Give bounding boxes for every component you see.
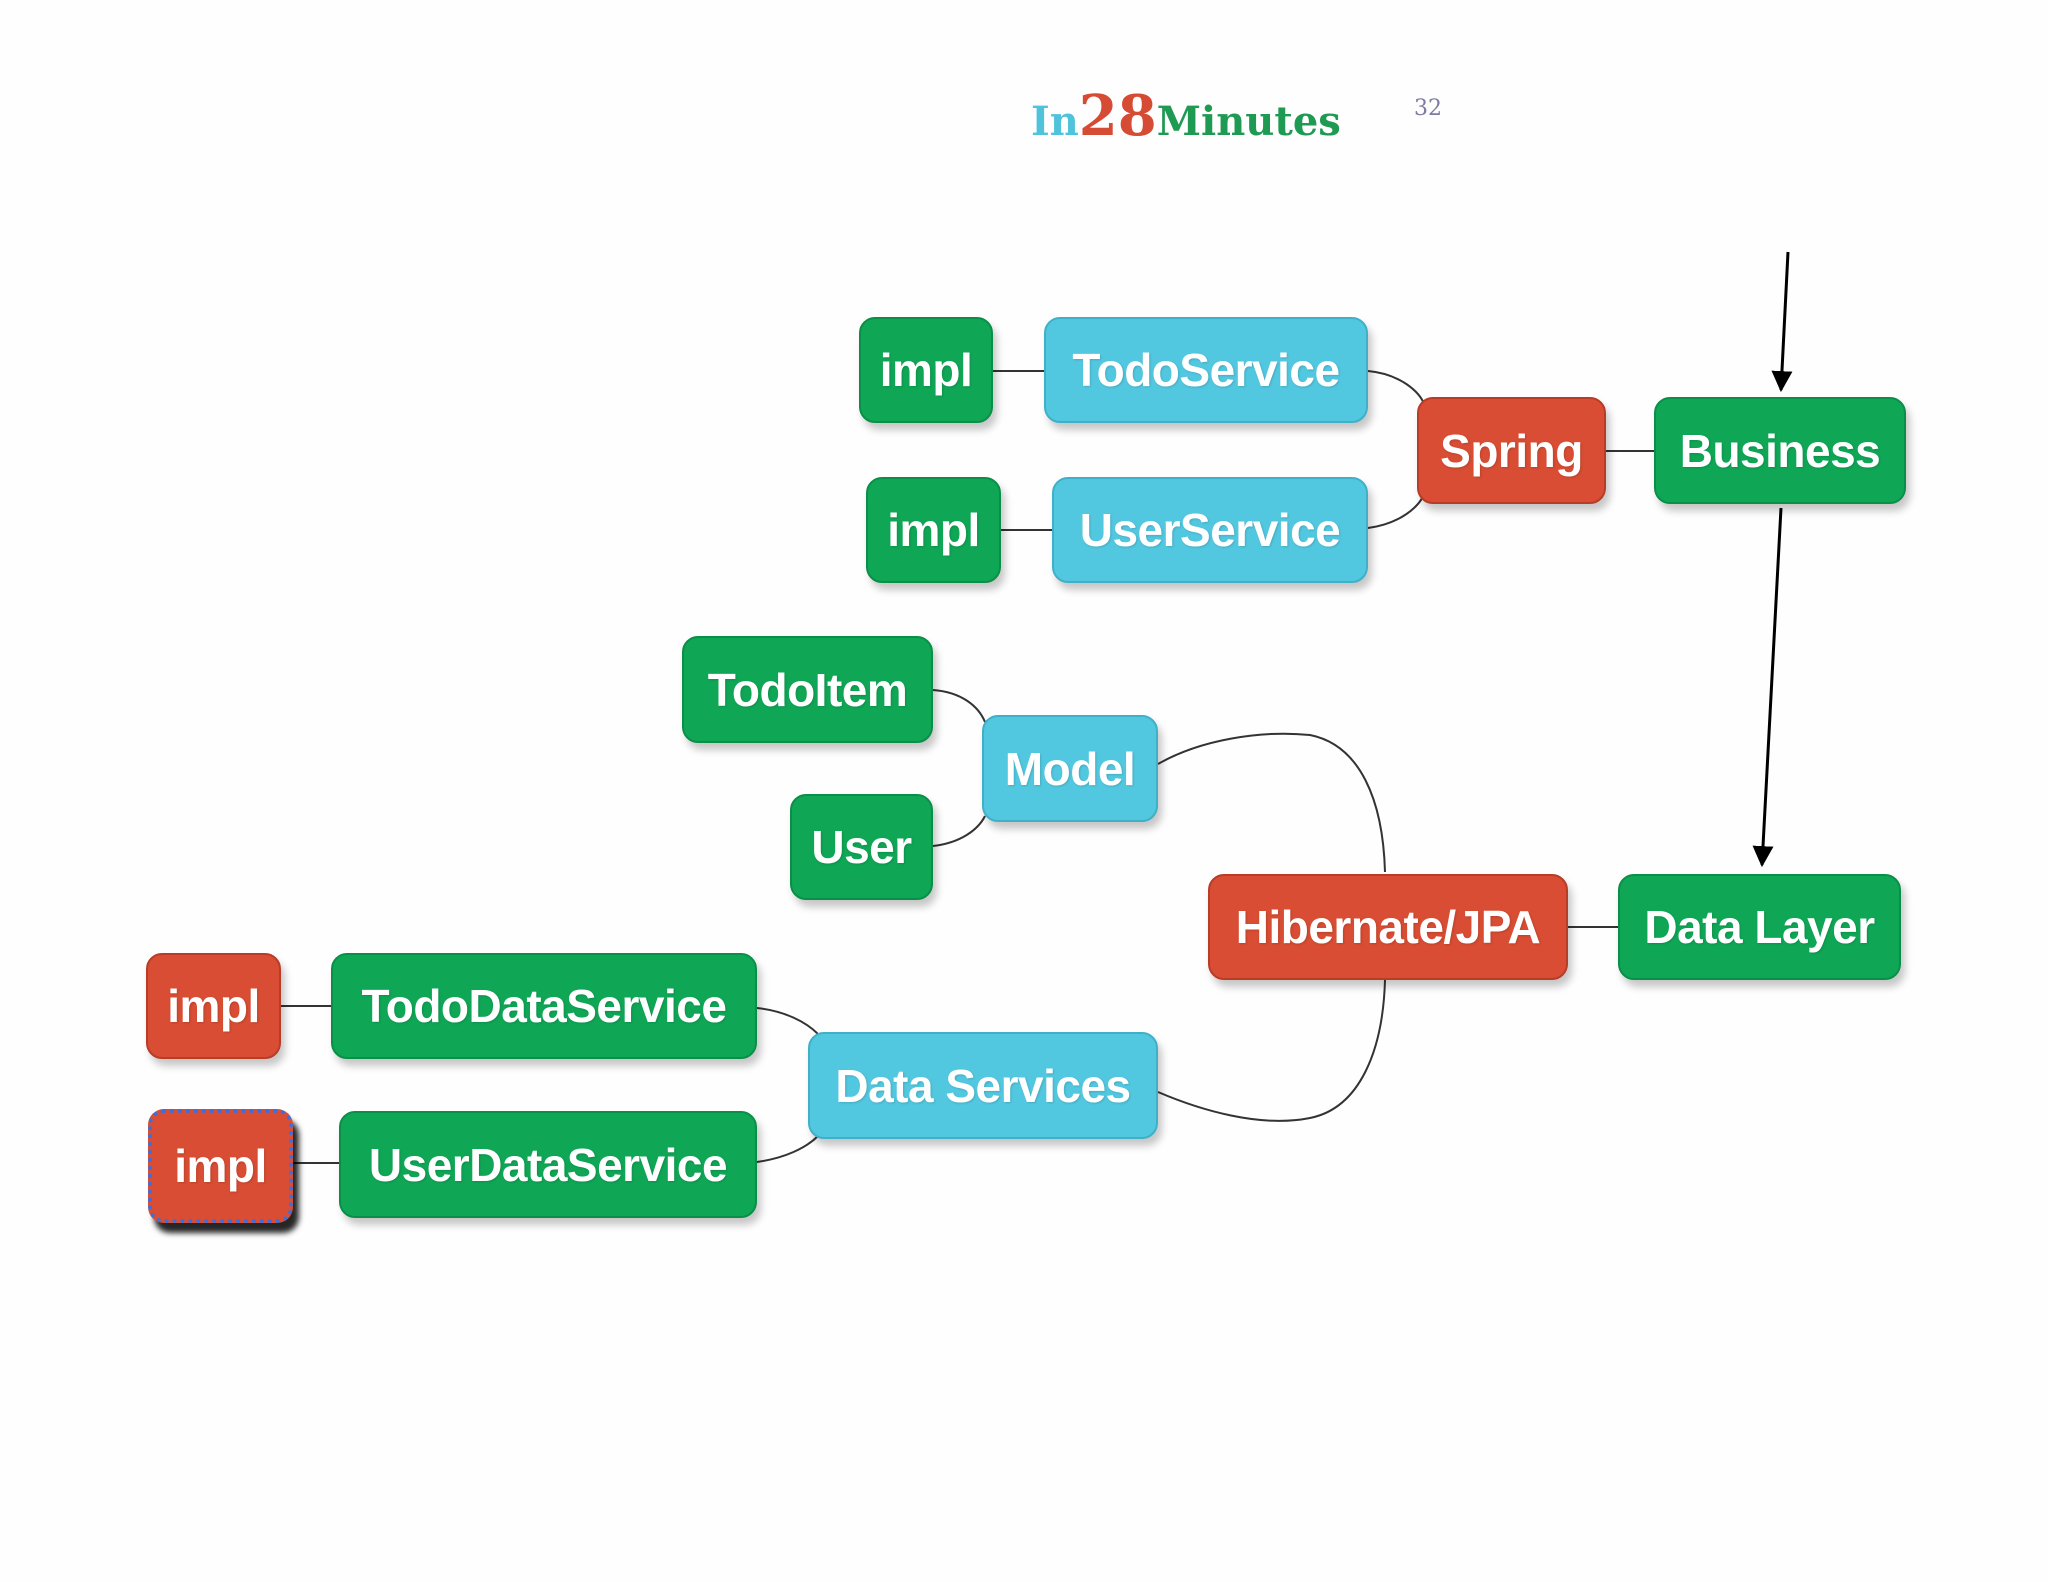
spring-node[interactable]: Spring <box>1417 397 1606 504</box>
edge-tododataservice-dataservices <box>756 1007 819 1035</box>
impl-todo-service-node[interactable]: impl <box>859 317 993 423</box>
edge-user-model <box>932 815 986 847</box>
hibernate-jpa-node[interactable]: Hibernate/JPA <box>1208 874 1568 980</box>
user-service-node[interactable]: UserService <box>1052 477 1368 583</box>
todo-service-node[interactable]: TodoService <box>1044 317 1368 423</box>
edge-todoitem-model <box>932 689 986 723</box>
todo-item-node[interactable]: TodoItem <box>682 636 933 743</box>
in28minutes-logo: In28Minutes <box>1031 88 1341 144</box>
edge-todoservice-spring <box>1367 370 1425 405</box>
business-node[interactable]: Business <box>1654 397 1906 504</box>
impl-user-data-service-node-selected[interactable]: impl <box>148 1109 293 1223</box>
arrow-business-to-datalayer <box>1752 507 1783 868</box>
edge-model-hibernate <box>1157 732 1386 873</box>
edge-userdataservice-dataservices <box>756 1135 819 1163</box>
impl-user-service-node[interactable]: impl <box>866 477 1001 583</box>
logo-in: In <box>1031 98 1079 145</box>
user-data-service-node[interactable]: UserDataService <box>339 1111 757 1218</box>
logo-minutes: Minutes <box>1156 98 1341 145</box>
page-number: 32 <box>1414 96 1442 121</box>
user-node[interactable]: User <box>790 794 933 900</box>
slide-header: In28Minutes 32 <box>0 0 2048 180</box>
model-node[interactable]: Model <box>982 715 1158 822</box>
edge-userservice-spring <box>1367 493 1425 529</box>
todo-data-service-node[interactable]: TodoDataService <box>331 953 757 1059</box>
data-layer-node[interactable]: Data Layer <box>1618 874 1901 980</box>
edge-hibernate-dataservices <box>1157 979 1386 1122</box>
logo-number: 28 <box>1078 83 1157 149</box>
impl-todo-data-service-node[interactable]: impl <box>146 953 281 1059</box>
data-services-node[interactable]: Data Services <box>808 1032 1158 1139</box>
arrow-into-business <box>1771 251 1793 393</box>
